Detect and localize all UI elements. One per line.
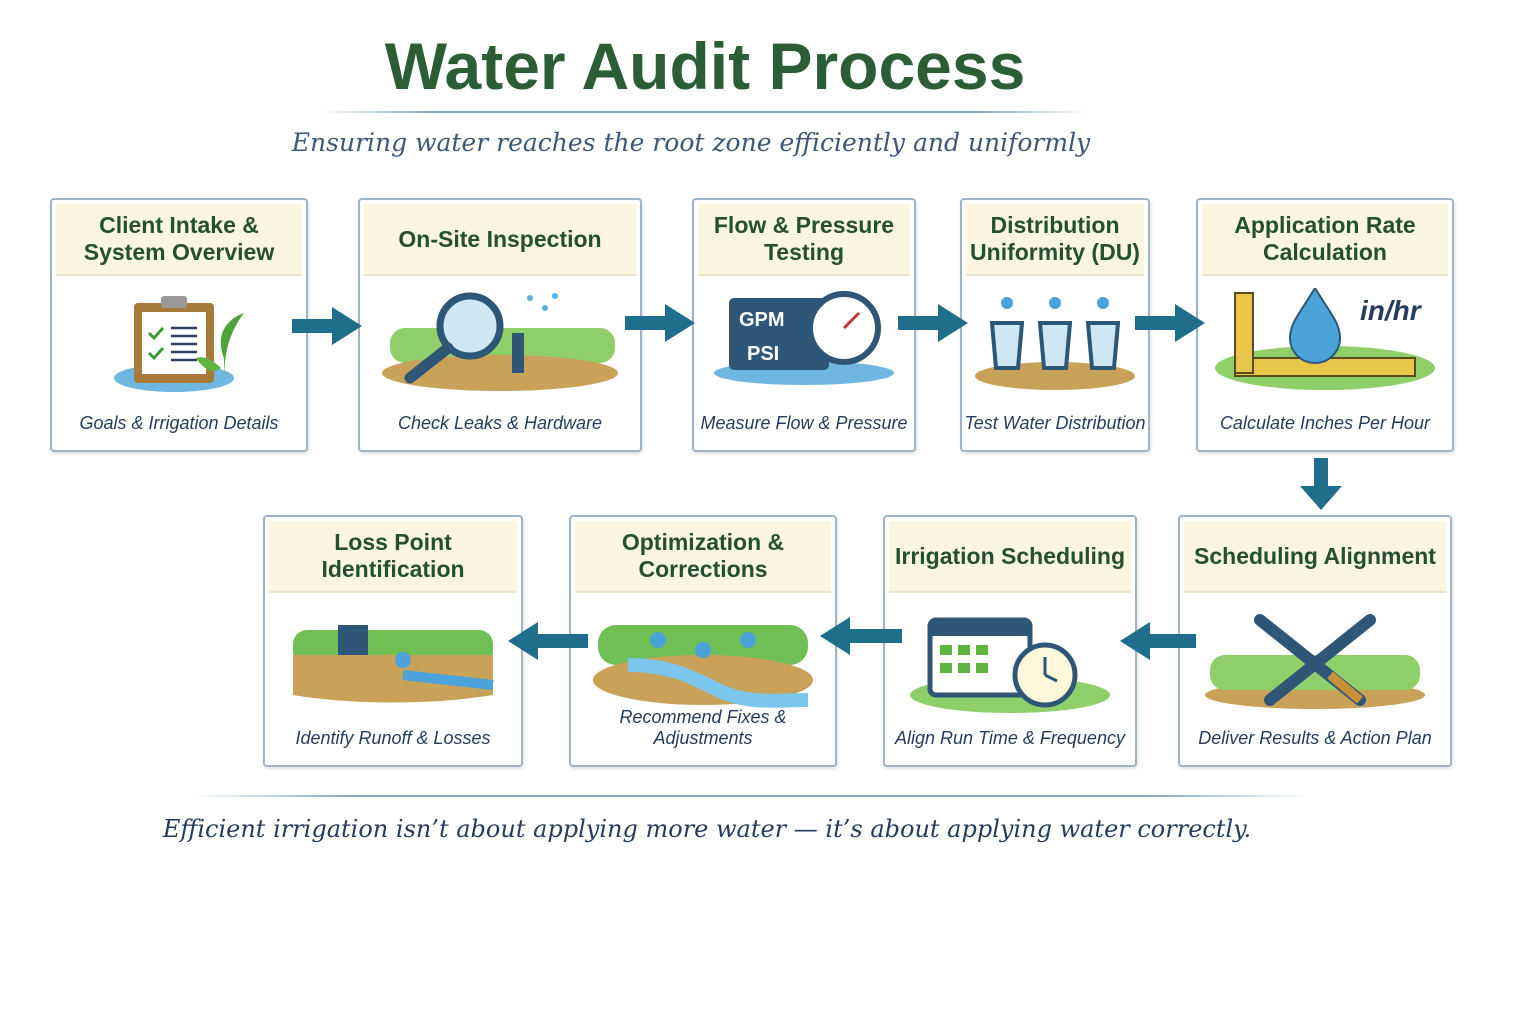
arrow-right-icon [292,307,362,345]
arrow-left-icon [508,622,588,660]
wrench-tools-icon [1205,614,1425,709]
step-caption: Test Water Distribution [964,413,1146,433]
step-title: Optimization & Corrections [575,521,831,593]
step-title: Flow & Pressure Testing [698,204,910,276]
step-on-site-inspection: On-Site Inspection Check Leaks & Hardwar… [358,198,642,452]
step-title: Scheduling Alignment [1184,521,1446,593]
calendar-clock-icon [910,617,1110,713]
step-scheduling-alignment: Scheduling Alignment Deliver Results & A… [1178,515,1452,767]
step-caption: Measure Flow & Pressure [700,413,908,433]
step-caption: Check Leaks & Hardware [397,413,603,433]
step-irrigation-scheduling: Irrigation Scheduling Align Run Time & F… [883,515,1137,767]
step-caption: Calculate Inches Per Hour [1219,413,1431,433]
magnifier-sprinkler-icon [382,292,618,391]
gpm-label: GPM [739,309,785,331]
arrow-left-icon [820,617,902,655]
footer-tagline: Efficient irrigation isn’t about applyin… [162,815,1252,843]
step-caption: Recommend Fixes & Adjustments [619,707,787,748]
step-flow-pressure: Flow & Pressure Testing GPM PSI Measure … [692,198,916,452]
step-title: Loss Point Identification [269,521,517,593]
catch-cups-icon [975,297,1135,390]
arrow-down-icon [1300,458,1342,510]
title-divider [318,111,1090,113]
arrow-right-icon [625,304,695,342]
arrow-right-icon [898,304,968,342]
clipboard-plant-icon [114,296,244,392]
gauge-icon: GPM PSI [714,291,894,385]
unit-label: in/hr [1360,295,1423,326]
step-caption: Align Run Time & Frequency [895,728,1125,748]
step-optimization: Optimization & Corrections Recommend Fix… [569,515,837,767]
step-title: On-Site Inspection [364,204,636,276]
step-title: Irrigation Scheduling [889,521,1131,593]
step-title: Application Rate Calculation [1202,204,1448,276]
arrow-left-icon [1120,622,1196,660]
step-caption: Goals & Irrigation Details [79,413,279,433]
runoff-icon [293,625,494,703]
psi-label: PSI [747,343,779,365]
step-client-intake: Client Intake & System Overview Goals & … [50,198,308,452]
step-loss-point: Loss Point Identification Identify Runof… [263,515,523,767]
step-distribution-uniformity: Distribution Uniformity (DU) Test Water … [960,198,1150,452]
ruler-drop-icon: in/hr [1215,288,1435,390]
step-application-rate: Application Rate Calculation in/hr Calcu… [1196,198,1454,452]
step-caption: Deliver Results & Action Plan [1198,728,1432,748]
subtitle: Ensuring water reaches the root zone eff… [291,128,1091,157]
step-title: Distribution Uniformity (DU) [966,204,1144,276]
arrow-right-icon [1135,304,1205,342]
page-title: Water Audit Process [384,29,1026,103]
step-caption: Identify Runoff & Losses [295,728,491,748]
water-stream-icon [593,625,813,708]
step-title: Client Intake & System Overview [56,204,302,276]
footer-divider [190,795,1310,797]
